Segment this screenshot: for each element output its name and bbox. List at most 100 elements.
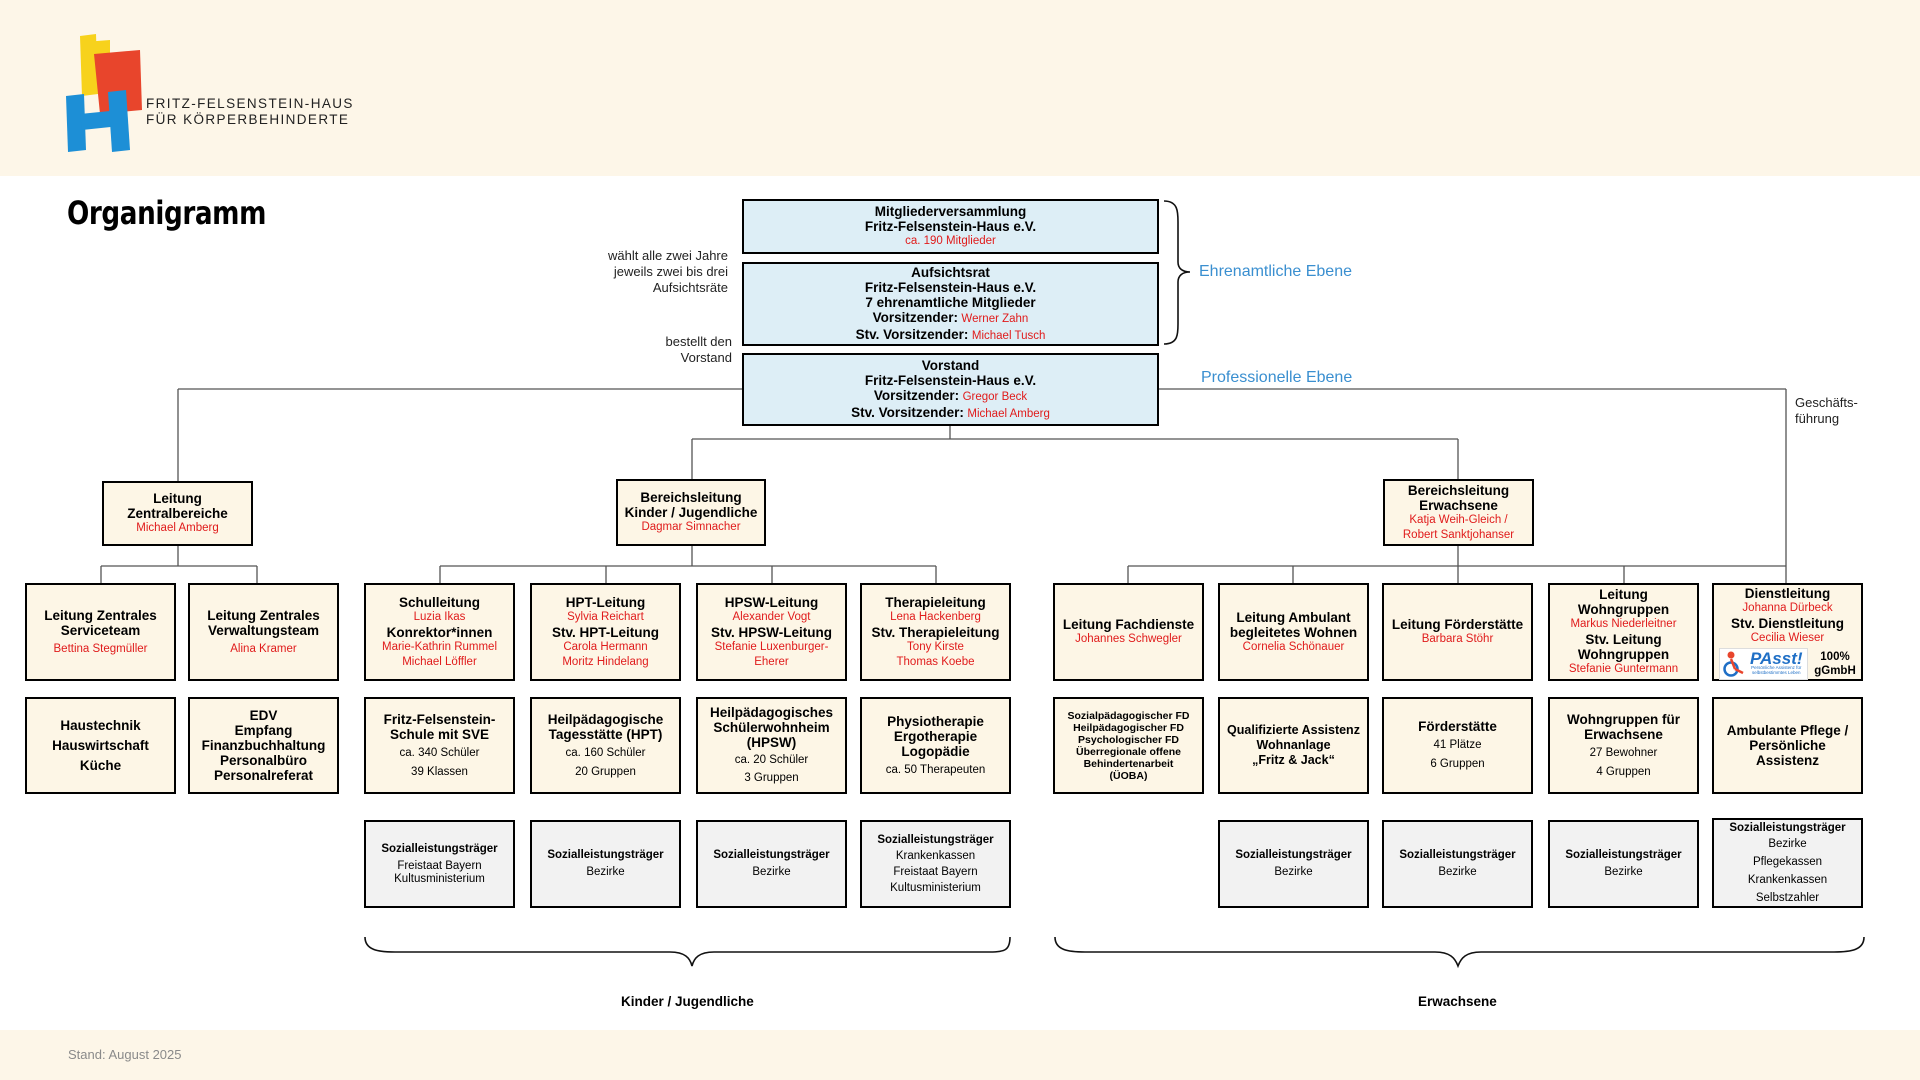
hpt-t1: Heilpädagogische <box>547 711 664 727</box>
box-haustechnik: Haustechnik Hauswirtschaft Küche <box>25 697 176 794</box>
box-hpt: Heilpädagogische Tagesstätte (HPT) ca. 1… <box>530 697 681 794</box>
traeger-ambulant-l1: Bezirke <box>1274 866 1313 878</box>
erw-leitung-title1: Bereichsleitung <box>1407 482 1510 498</box>
box-foerderstaette: Förderstätte 41 Plätze 6 Gruppen <box>1382 697 1533 794</box>
box-leitung-fachdienste: Leitung Fachdienste Johannes Schwegler <box>1053 583 1204 681</box>
label-professionelle-ebene: Professionelle Ebene <box>1201 369 1353 386</box>
dienstleitung-t1: Dienstleitung <box>1744 586 1831 601</box>
box-ambulante-pflege: Ambulante Pflege / Persönliche Assistenz <box>1712 697 1863 794</box>
passt-word: PAsst! <box>1749 649 1803 668</box>
hpt-leitung-t2: Stv. HPT-Leitung <box>552 624 659 640</box>
hpt-leitung-t1: HPT-Leitung <box>565 594 646 610</box>
erw-leitung-name1: Katja Weih-Gleich / <box>1409 513 1508 526</box>
traeger-therapie-l2: Freistaat Bayern <box>893 865 978 878</box>
vs-chair-label: Vorsitzender: <box>873 387 960 403</box>
ar-chair-label: Vorsitzender: <box>872 309 958 325</box>
wohngruppen-t1: Wohngruppen für <box>1567 711 1680 727</box>
sozialdienste-l3: Psychologischer FD <box>1078 733 1179 746</box>
hpsw-leitung-t1: HPSW-Leitung <box>724 594 819 610</box>
traeger-pflege-l3: Krankenkassen <box>1747 873 1828 886</box>
serviceteam-name: Bettina Stegmüller <box>53 642 148 655</box>
edv-l1: EDV <box>249 708 278 723</box>
foerderstaette-leitung-t1: Leitung Förderstätte <box>1391 617 1524 632</box>
passt-figure-icon <box>1723 651 1744 677</box>
traeger-hpt-title: Sozialleistungsträger <box>547 849 664 861</box>
box-bereichsleitung-kinder: Bereichsleitung Kinder / Jugendliche Dag… <box>616 479 766 546</box>
traeger-hpt-l1: Bezirke <box>586 866 625 878</box>
traeger-therapie-l1: Krankenkassen <box>895 849 976 862</box>
edv-l5: Personalreferat <box>213 768 314 783</box>
schulleitung-n3: Michael Löffler <box>402 655 477 668</box>
box-therapieleitung: Therapieleitung Lena Hackenberg Stv. The… <box>860 583 1011 681</box>
box-traeger-ambulant: Sozialleistungsträger Bezirke <box>1218 820 1369 908</box>
therapieleitung-n2: Tony Kirste <box>907 640 964 653</box>
vs-title: Vorstand <box>921 357 980 373</box>
traeger-hpsw-l1: Bezirke <box>752 866 791 878</box>
schule-t2: Schule mit SVE <box>389 726 490 742</box>
box-verwaltungsteam: Leitung Zentrales Verwaltungsteam Alina … <box>188 583 339 681</box>
foerderstaette-d1: 41 Plätze <box>1433 739 1482 751</box>
hpsw-t2: Schülerwohnheim <box>713 720 830 735</box>
traeger-pflege-l4: Selbstzahler <box>1755 891 1820 904</box>
sozialdienste-l2: Heilpädagogischer FD <box>1073 721 1184 734</box>
wohngruppen-d1: 27 Bewohner <box>1589 746 1658 759</box>
label-ehrenamtliche-ebene: Ehrenamtliche Ebene <box>1199 263 1352 280</box>
hpt-t2: Tagesstätte (HPT) <box>548 726 663 742</box>
traeger-wohn-l1: Bezirke <box>1604 866 1643 878</box>
box-serviceteam: Leitung Zentrales Serviceteam Bettina St… <box>25 583 176 681</box>
hpsw-d1: ca. 20 Schüler <box>734 754 809 766</box>
hpsw-leitung-t2: Stv. HPSW-Leitung <box>711 624 832 640</box>
kinder-leitung-title2: Kinder / Jugendliche <box>624 505 758 520</box>
box-dienstleitung: Dienstleitung Johanna Dürbeck Stv. Diens… <box>1712 583 1863 681</box>
traeger-schule-l1: Freistaat Bayern <box>397 859 482 872</box>
box-assistenz: Qualifizierte Assistenz Wohnanlage „Frit… <box>1218 697 1369 794</box>
hpsw-leitung-n1: Alexander Vogt <box>732 610 811 623</box>
page-title: Organigramm <box>67 194 267 232</box>
box-traeger-wohn: Sozialleistungsträger Bezirke <box>1548 820 1699 908</box>
wohngruppen-leitung-t3: Stv. Leitung <box>1585 632 1662 647</box>
vs-org: Fritz-Felsenstein-Haus e.V. <box>864 372 1037 388</box>
therapie-t2: Ergotherapie <box>893 728 978 744</box>
passt-badge: PAsst! Persönliche Assistenz für selbstb… <box>1719 648 1809 680</box>
wohngruppen-leitung-t4: Wohngruppen <box>1577 647 1670 662</box>
traeger-therapie-title: Sozialleistungsträger <box>877 833 994 846</box>
traeger-therapie-l3: Kultusministerium <box>890 881 981 894</box>
footer-band <box>0 1030 1920 1080</box>
pflege-t1: Ambulante Pflege / <box>1726 723 1849 738</box>
box-schule: Fritz-Felsenstein- Schule mit SVE ca. 34… <box>364 697 515 794</box>
hpt-leitung-n3: Moritz Hindelang <box>562 655 649 668</box>
box-aufsichtsrat: Aufsichtsrat Fritz-Felsenstein-Haus e.V.… <box>742 262 1159 346</box>
box-traeger-hpsw: Sozialleistungsträger Bezirke <box>696 820 847 908</box>
box-leitung-wohngruppen: Leitung Wohngruppen Markus Niederleitner… <box>1548 583 1699 681</box>
dienstleitung-n1: Johanna Dürbeck <box>1742 602 1833 614</box>
label-erwachsene: Erwachsene <box>1418 994 1497 1009</box>
fachdienste-t1: Leitung Fachdienste <box>1062 617 1195 632</box>
hpsw-leitung-n2: Stefanie Luxenburger- <box>714 640 829 653</box>
box-hpt-leitung: HPT-Leitung Sylvia Reichart Stv. HPT-Lei… <box>530 583 681 681</box>
ambulant-t1: Leitung Ambulant <box>1236 609 1351 625</box>
traeger-wohn-title: Sozialleistungsträger <box>1565 849 1682 861</box>
header-band <box>0 0 1920 176</box>
therapie-d1: ca. 50 Therapeuten <box>885 763 986 776</box>
verwaltungsteam-title1: Leitung Zentrales <box>207 607 320 623</box>
therapieleitung-t1: Therapieleitung <box>885 594 986 610</box>
note-bestellt-line1: bestellt den <box>665 334 733 349</box>
zentral-title2: Zentralbereiche <box>127 506 228 521</box>
box-leitung-foerderstaette: Leitung Förderstätte Barbara Stöhr <box>1382 583 1533 681</box>
therapieleitung-n3: Thomas Koebe <box>896 655 975 668</box>
vs-vice: Michael Amberg <box>967 407 1050 420</box>
box-schulleitung: Schulleitung Luzia Ikas Konrektor*innen … <box>364 583 515 681</box>
assistenz-t1: Qualifizierte Assistenz <box>1227 723 1360 737</box>
foerderstaette-t1: Förderstätte <box>1418 719 1497 734</box>
therapie-t3: Logopädie <box>901 743 970 759</box>
wohngruppen-leitung-t2: Wohngruppen <box>1577 602 1670 617</box>
ambulant-t2: begleitetes Wohnen <box>1229 624 1358 640</box>
therapieleitung-t2: Stv. Therapieleitung <box>871 624 1000 640</box>
traeger-schule-l2: Kultusministerium <box>394 872 485 885</box>
erw-leitung-title2: Erwachsene <box>1419 497 1498 513</box>
serviceteam-title1: Leitung Zentrales <box>44 607 157 623</box>
hpsw-d2: 3 Gruppen <box>744 772 799 784</box>
schulleitung-t1: Schulleitung <box>399 594 480 610</box>
hpsw-t1: Heilpädagogisches <box>709 705 834 720</box>
logo-line1: FRITZ-FELSENSTEIN-HAUS <box>146 96 354 111</box>
